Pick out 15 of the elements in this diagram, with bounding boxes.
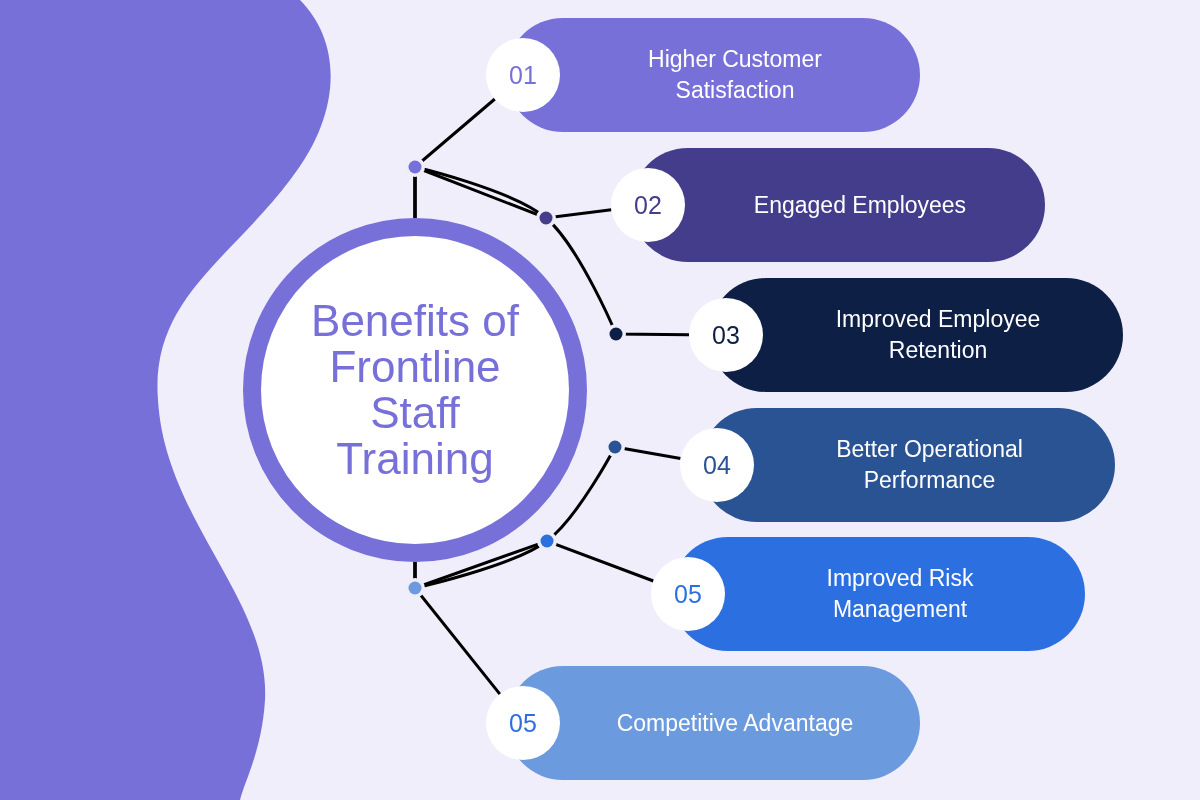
benefit-label: Higher Customer Satisfaction	[647, 45, 823, 105]
connector-line	[413, 562, 502, 696]
number-circle: 05	[651, 557, 725, 631]
number-circle: 01	[486, 38, 560, 112]
number-circle: 05	[486, 686, 560, 760]
number-circle: 04	[680, 428, 754, 502]
number-circle: 02	[611, 168, 685, 242]
benefit-label: Engaged Employees	[753, 190, 967, 220]
title-text: Benefits of Frontline Staff Training	[310, 298, 520, 482]
connector-line	[413, 165, 689, 337]
benefit-label: Competitive Advantage	[616, 708, 854, 738]
number-circle: 03	[689, 298, 763, 372]
benefit-label: Better Operational Performance	[835, 435, 1024, 495]
benefit-label: Improved Employee Retention	[834, 305, 1042, 365]
benefit-label: Improved Risk Management	[825, 564, 975, 624]
